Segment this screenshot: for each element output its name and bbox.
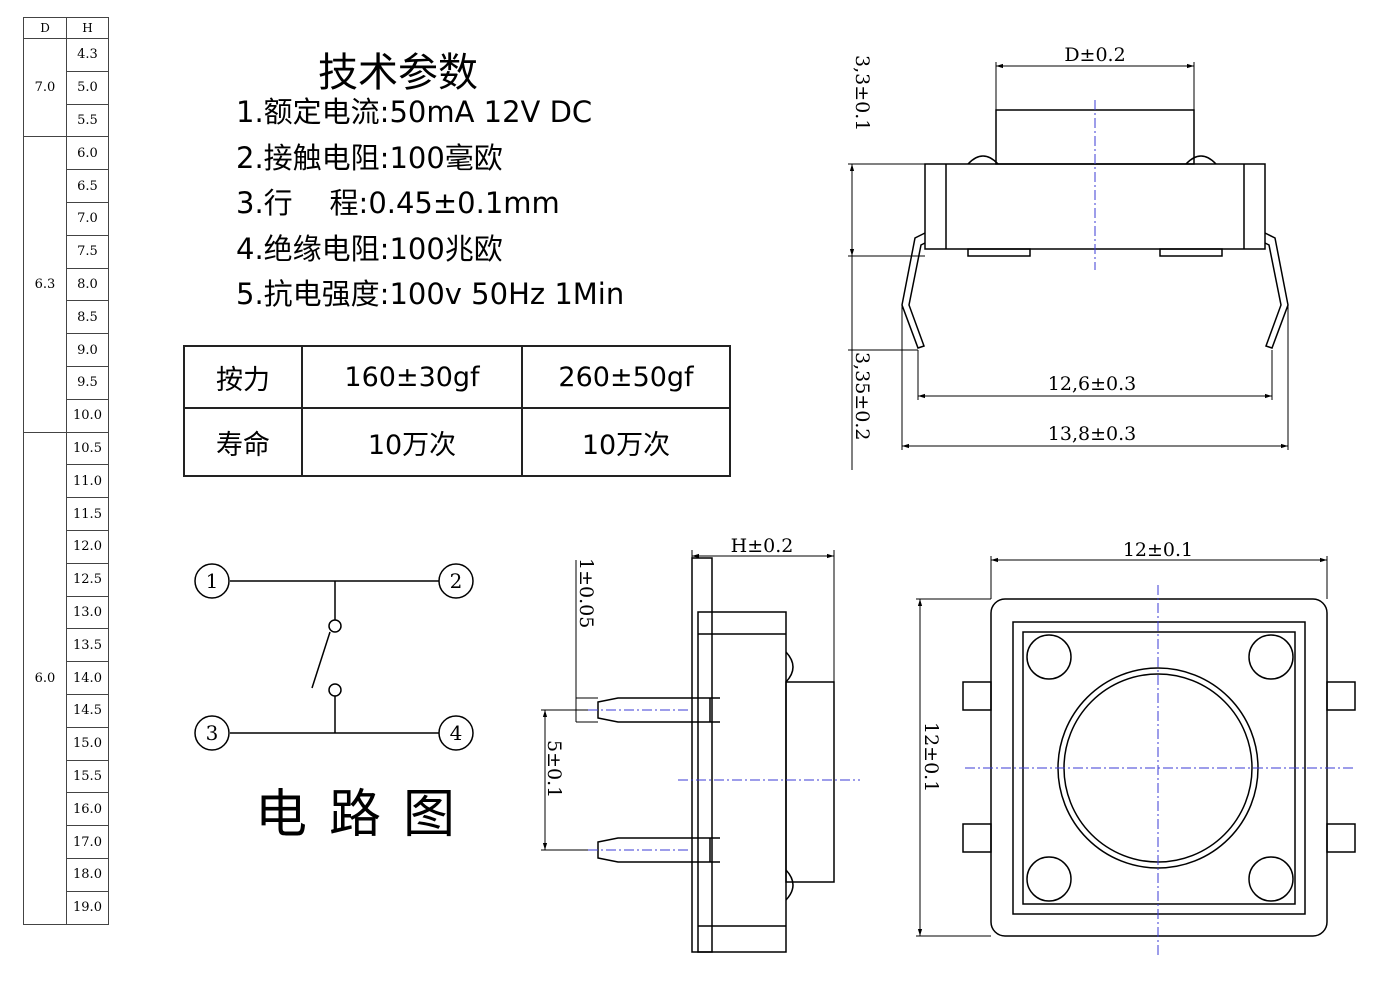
table-row: 按力 160±30gf 260±50gf bbox=[183, 345, 731, 409]
table-row: 14.0 bbox=[24, 661, 109, 695]
circuit-title: 电路图 bbox=[255, 785, 478, 845]
side-center-lines bbox=[588, 709, 860, 851]
force-label-cell: 按力 bbox=[183, 345, 303, 409]
spec-line-insulation: 4.绝缘电阻:100兆欧 bbox=[236, 231, 503, 266]
spec-line-dielectric: 5.抗电强度:100v 50Hz 1Min bbox=[236, 277, 625, 311]
table-row: 15.0 bbox=[24, 726, 109, 761]
h-value-cell: 15.0 bbox=[66, 726, 109, 761]
spec-line-current: 1.额定电流:50mA 12V DC bbox=[236, 95, 593, 129]
spec-line-travel: 3.行 程:0.45±0.1mm bbox=[236, 186, 560, 220]
dim-top-width: 12±0.1 bbox=[1123, 539, 1193, 561]
table-row: 5.0 bbox=[24, 70, 109, 105]
dim-side-pin-pitch: 5±0.1 bbox=[543, 740, 565, 798]
spec-list: 1.额定电流:50mA 12V DC 2.接触电阻:100毫欧 3.行 程:0.… bbox=[236, 90, 756, 318]
table-row: 寿命 10万次 10万次 bbox=[183, 407, 731, 477]
h-value-cell: 14.0 bbox=[66, 661, 109, 695]
table-row: 9.5 bbox=[24, 365, 109, 400]
h-value-cell: 9.5 bbox=[66, 365, 109, 400]
circuit-diagram bbox=[194, 563, 474, 751]
table-row: 14.5 bbox=[24, 693, 109, 728]
pin-4-marker bbox=[438, 715, 474, 751]
table-row: 11.0 bbox=[24, 464, 109, 499]
h-value-cell: 11.0 bbox=[66, 464, 109, 499]
h-value-cell: 7.5 bbox=[66, 234, 109, 269]
h-value-cell: 19.0 bbox=[66, 890, 109, 925]
d-value-cell: 7.0 bbox=[23, 37, 67, 138]
dim-front-width-inner: 12,6±0.3 bbox=[1048, 373, 1136, 395]
spec-title: 技术参数 bbox=[318, 50, 478, 96]
pin-3-marker bbox=[194, 715, 230, 751]
h-value-cell: 5.5 bbox=[66, 103, 109, 138]
h-value-cell: 14.5 bbox=[66, 693, 109, 728]
h-value-cell: 8.0 bbox=[66, 267, 109, 302]
h-value-cell: 5.0 bbox=[66, 70, 109, 105]
h-value-cell: 16.0 bbox=[66, 792, 109, 827]
table-row: 5.5 bbox=[24, 103, 109, 138]
h-value-cell: 9.0 bbox=[66, 333, 109, 367]
table-row: 8.0 bbox=[24, 267, 109, 302]
life-value-1-cell: 10万次 bbox=[301, 407, 523, 477]
pin-3-label: 3 bbox=[206, 721, 219, 745]
pin-2-label: 2 bbox=[450, 569, 463, 593]
h-value-cell: 13.0 bbox=[66, 595, 109, 630]
table-row: 7.5 bbox=[24, 234, 109, 269]
table-row: 10.0 bbox=[24, 398, 109, 433]
dim-side-top: H±0.2 bbox=[731, 535, 794, 557]
front-view-drawing bbox=[848, 62, 1289, 470]
life-label-cell: 寿命 bbox=[183, 407, 303, 477]
table-row: 16.0 bbox=[24, 792, 109, 827]
h-value-cell: 13.5 bbox=[66, 628, 109, 663]
h-value-cell: 10.0 bbox=[66, 398, 109, 433]
table-row: 13.0 bbox=[24, 595, 109, 630]
spec-line-resistance: 2.接触电阻:100毫欧 bbox=[236, 140, 503, 175]
h-value-cell: 15.5 bbox=[66, 759, 109, 794]
table-row: 9.0 bbox=[24, 333, 109, 367]
dim-front-top: D±0.2 bbox=[1064, 44, 1125, 66]
header-cell-h: H bbox=[66, 17, 109, 39]
pin-1-marker bbox=[194, 563, 230, 599]
table-row: 6.5 bbox=[24, 169, 109, 203]
h-value-cell: 6.0 bbox=[66, 136, 109, 171]
table-row: 19.0 bbox=[24, 890, 109, 925]
h-value-cell: 12.5 bbox=[66, 562, 109, 597]
dim-side-pin-thickness: 1±0.05 bbox=[575, 558, 597, 628]
force-value-1-cell: 160±30gf bbox=[301, 345, 523, 409]
force-life-table: 按力 160±30gf 260±50gf 寿命 10万次 10万次 bbox=[183, 345, 731, 477]
pin-4-label: 4 bbox=[450, 721, 463, 745]
table-row: 12.5 bbox=[24, 562, 109, 597]
dim-top-height: 12±0.1 bbox=[920, 722, 942, 792]
table-row: 17.0 bbox=[24, 825, 109, 859]
table-row: 8.5 bbox=[24, 300, 109, 335]
table-row: 15.5 bbox=[24, 759, 109, 794]
h-value-cell: 17.0 bbox=[66, 825, 109, 859]
h-value-cell: 8.5 bbox=[66, 300, 109, 335]
dim-front-height-bottom: 3,35±0.2 bbox=[851, 352, 873, 440]
pin-2-marker bbox=[438, 563, 474, 599]
h-value-cell: 12.0 bbox=[66, 529, 109, 564]
d-value-cell: 6.0 bbox=[23, 431, 67, 925]
pin-1-label: 1 bbox=[206, 569, 219, 593]
table-row: 13.5 bbox=[24, 628, 109, 663]
dim-front-height-top: 3,3±0.1 bbox=[851, 55, 873, 131]
top-center-lines bbox=[965, 585, 1355, 955]
dim-front-width-outer: 13,8±0.3 bbox=[1048, 423, 1136, 445]
life-value-2-cell: 10万次 bbox=[521, 407, 731, 477]
top-view-drawing bbox=[916, 556, 1356, 937]
force-value-2-cell: 260±50gf bbox=[521, 345, 731, 409]
table-row: 12.0 bbox=[24, 529, 109, 564]
h-value-cell: 6.5 bbox=[66, 169, 109, 203]
